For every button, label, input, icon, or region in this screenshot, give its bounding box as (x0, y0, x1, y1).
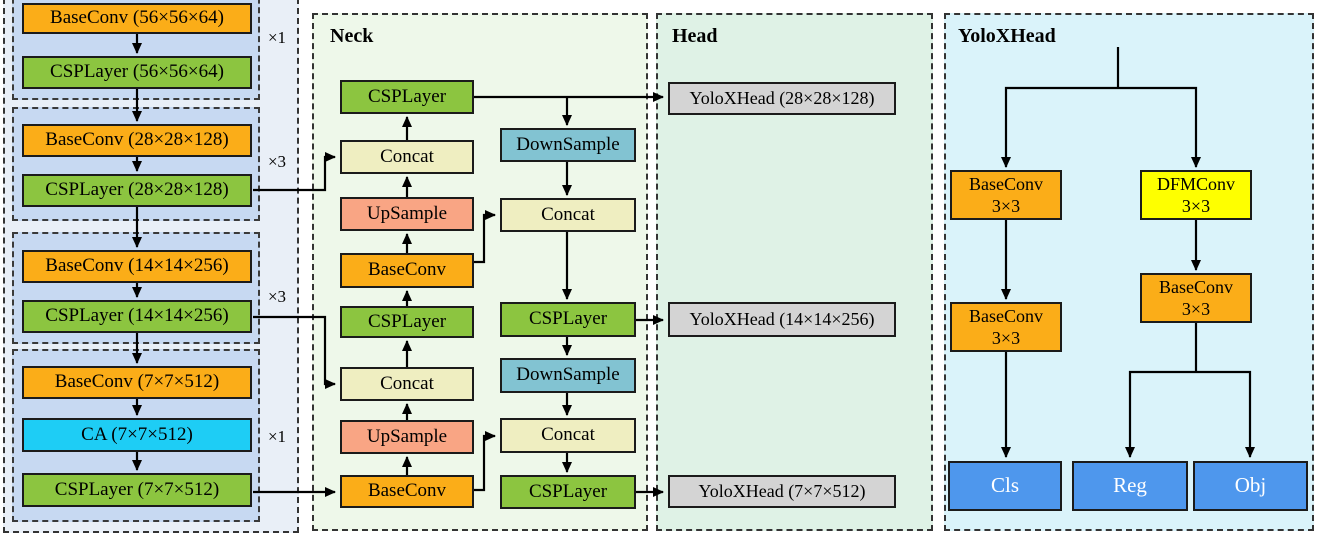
neck-concat-4: Concat (500, 418, 636, 453)
block-baseconv-56: BaseConv (56×56×64) (22, 3, 252, 34)
repeat-label: ×1 (267, 28, 287, 47)
neck-title: Neck (330, 25, 374, 47)
neck-concat-1: Concat (340, 140, 474, 174)
block-baseconv-28: BaseConv (28×28×128) (22, 124, 252, 157)
head-output-7: YoloXHead (7×7×512) (668, 475, 896, 508)
block-csplayer-56: CSPLayer (56×56×64) (22, 56, 252, 89)
neck-csplayer-top: CSPLayer (340, 80, 474, 114)
neck-downsample-1: DownSample (500, 128, 636, 162)
yoloxhead-title: YoloXHead (958, 25, 1056, 47)
yoloxhead-region (944, 13, 1314, 531)
neck-baseconv-2: BaseConv (340, 475, 474, 508)
neck-baseconv-1: BaseConv (340, 253, 474, 288)
block-csplayer-14: CSPLayer (14×14×256) (22, 300, 252, 333)
head-output-28: YoloXHead (28×28×128) (668, 82, 896, 115)
yolox-dfmconv: DFMConv 3×3 (1140, 170, 1252, 220)
neck-csplayer-mid: CSPLayer (500, 302, 636, 337)
neck-csplayer-left: CSPLayer (340, 306, 474, 338)
neck-downsample-2: DownSample (500, 358, 636, 393)
repeat-label: ×3 (267, 152, 287, 171)
yolox-baseconv-cls-2: BaseConv 3×3 (950, 302, 1062, 352)
neck-csplayer-bottom: CSPLayer (500, 475, 636, 509)
neck-concat-3: Concat (500, 198, 636, 232)
block-csplayer-28: CSPLayer (28×28×128) (22, 174, 252, 207)
head-output-14: YoloXHead (14×14×256) (668, 302, 896, 337)
head-title: Head (672, 25, 718, 47)
block-baseconv-14: BaseConv (14×14×256) (22, 250, 252, 283)
block-baseconv-7: BaseConv (7×7×512) (22, 366, 252, 399)
neck-upsample-1: UpSample (340, 197, 474, 231)
repeat-label: ×3 (267, 287, 287, 306)
yolox-baseconv-reg-2: BaseConv 3×3 (1140, 273, 1252, 323)
yolox-output-cls: Cls (948, 461, 1062, 511)
yolox-output-obj: Obj (1193, 461, 1308, 511)
neck-upsample-2: UpSample (340, 420, 474, 454)
block-ca-attention: CA (7×7×512) (22, 418, 252, 452)
repeat-label: ×1 (267, 427, 287, 446)
block-csplayer-7: CSPLayer (7×7×512) (22, 473, 252, 507)
yolox-output-reg: Reg (1072, 461, 1188, 511)
neck-concat-2: Concat (340, 367, 474, 401)
yolox-baseconv-cls-1: BaseConv 3×3 (950, 170, 1062, 220)
